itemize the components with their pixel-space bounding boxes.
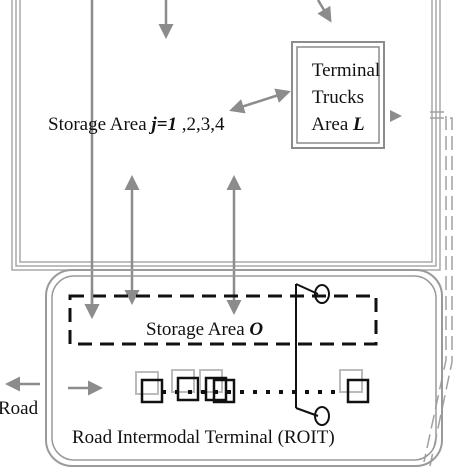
roit-box-inner (51, 275, 437, 461)
right-track (423, 111, 453, 467)
road-label: Road (0, 398, 39, 419)
terminal-trucks-label-3: Area L (311, 114, 364, 135)
container-row (135, 369, 370, 404)
terminal-trucks-box-inner (296, 46, 380, 144)
storage-area-j-label: Storage Area j=1 ,2,3,4 (48, 114, 225, 135)
terminal-trucks-label-1: Terminal (312, 60, 380, 81)
roit-box-outer (45, 269, 443, 467)
roit-label: Road Intermodal Terminal (ROIT) (72, 427, 335, 448)
storage-region-border (11, 0, 441, 271)
right-entry-arrow (390, 110, 402, 122)
storage-trucks-arrow (229, 88, 291, 114)
top-right-arrow (316, 0, 332, 23)
gantry-crane (295, 283, 330, 426)
terminal-trucks-box-outer (291, 41, 385, 149)
storage-area-o-box (68, 294, 378, 346)
terminal-trucks-label-2: Trucks (312, 87, 364, 108)
storage-area-o-label: Storage Area O (146, 319, 263, 340)
